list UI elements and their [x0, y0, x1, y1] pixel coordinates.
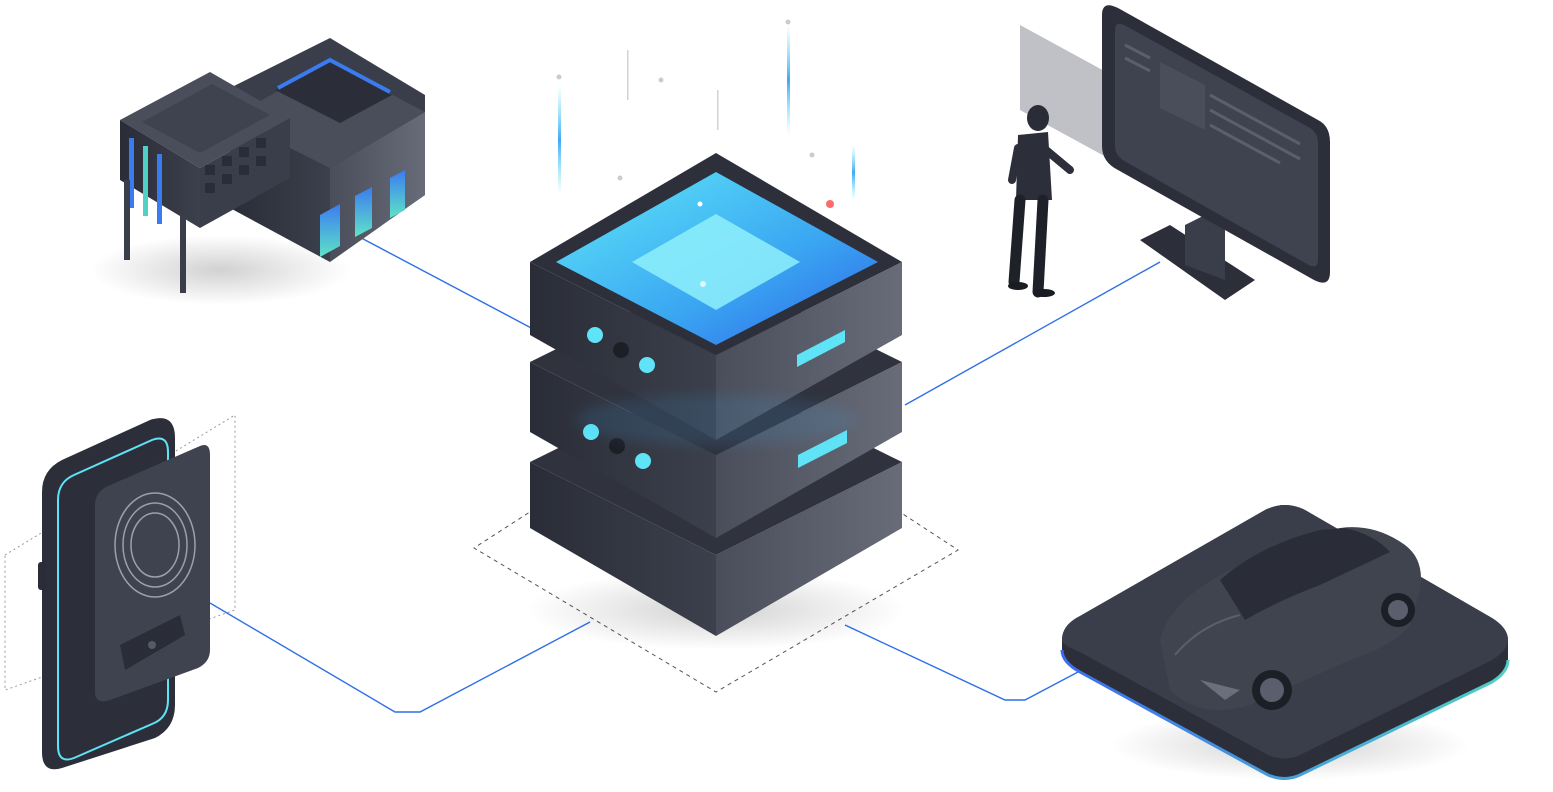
person-figure — [1008, 105, 1074, 298]
connection-lines — [209, 231, 1161, 713]
monitor-icon — [1102, 5, 1330, 300]
line-server-to-monitor — [904, 261, 1161, 406]
office-building-icon — [90, 38, 425, 305]
car-platform — [1060, 505, 1510, 780]
line-building-to-server — [349, 231, 536, 331]
mobile-phone-icon — [4, 414, 236, 770]
line-phone-to-server — [209, 602, 591, 713]
car-icon — [1160, 527, 1421, 710]
server-stack — [526, 153, 906, 650]
line-server-to-car — [844, 624, 1079, 701]
person-at-monitor — [1008, 5, 1330, 300]
data-beams — [556, 19, 855, 208]
red-indicator-dot — [826, 200, 834, 208]
server-unit-1 — [530, 153, 902, 445]
